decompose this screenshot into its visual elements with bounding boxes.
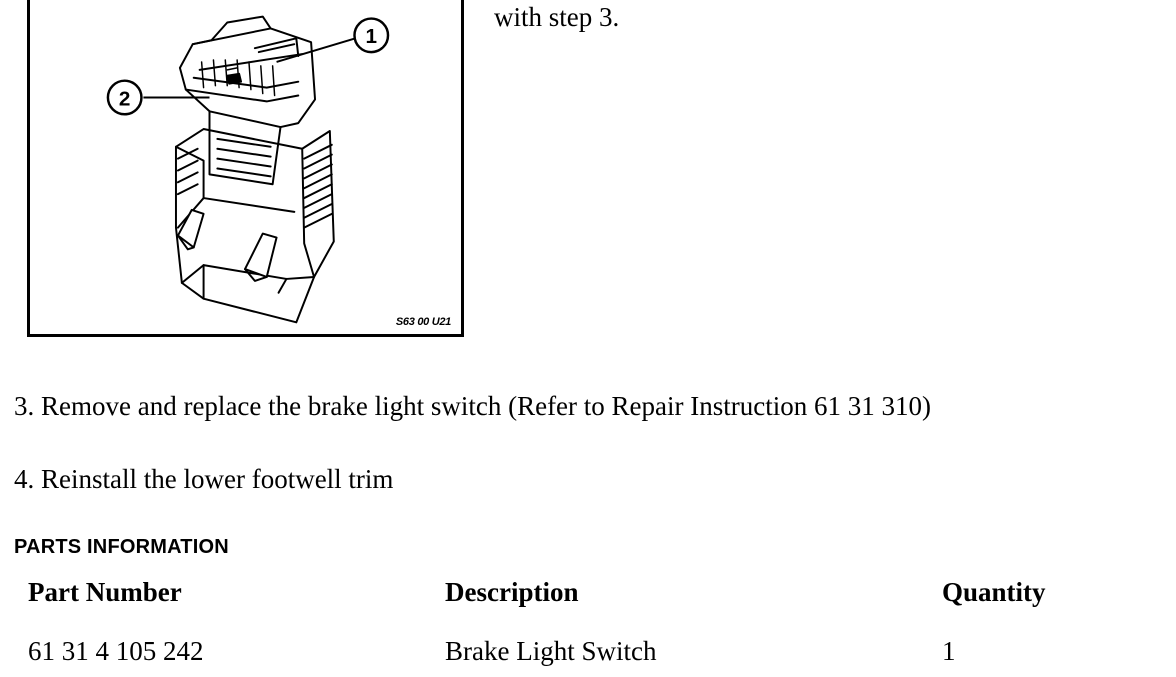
part-number-cell: 61 31 4 105 242 [28,636,204,666]
connector-figure: 1 2 S63 00 U21 [27,0,464,337]
callout-1-label: 1 [365,25,377,48]
step-4: 4. Reinstall the lower footwell trim [14,464,394,494]
callout-2-label: 2 [119,87,131,110]
brake-switch-connector-illustration: 1 2 [106,15,390,324]
column-header-description: Description [445,577,579,607]
parts-table: Part Number Description Quantity 61 31 4… [0,577,1176,677]
column-header-quantity: Quantity [942,577,1046,607]
quantity-cell: 1 [942,636,956,666]
continuation-text: with step 3. [494,2,620,32]
callout-1: 1 [353,17,390,54]
step-3: 3. Remove and replace the brake light sw… [14,391,931,421]
column-header-part-number: Part Number [28,577,182,607]
figure-reference-code: S63 00 U21 [395,316,451,328]
parts-information-heading: PARTS INFORMATION [14,536,229,558]
callout-2: 2 [106,79,143,116]
description-cell: Brake Light Switch [445,636,657,666]
